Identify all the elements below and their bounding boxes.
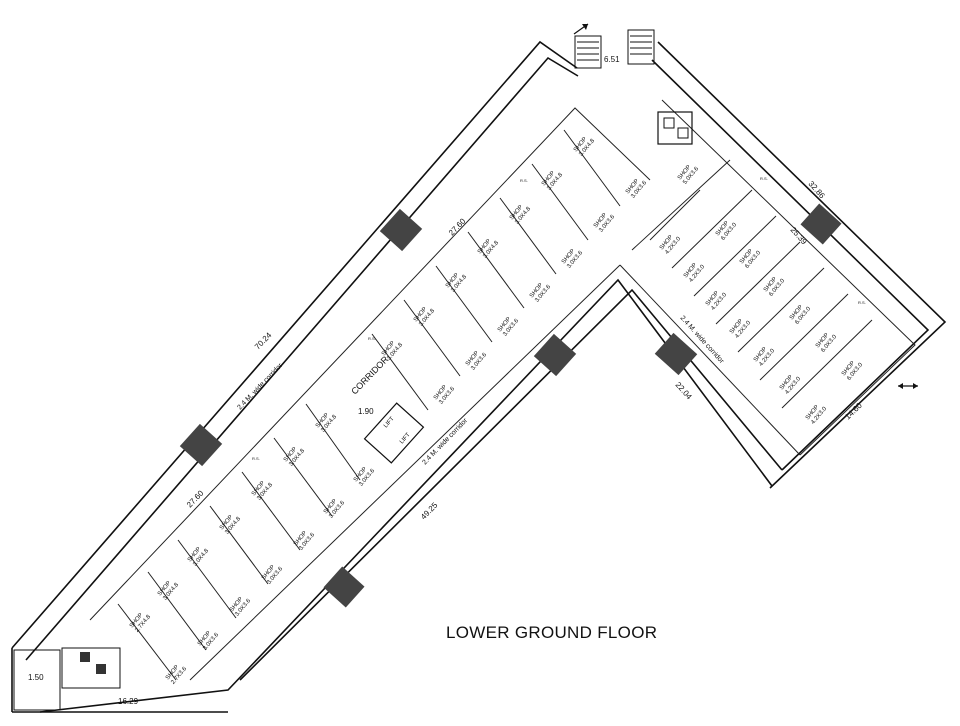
service-block	[13, 647, 121, 711]
corridor-lines	[89, 99, 916, 681]
dim-inner-lower: 27.60	[185, 488, 206, 509]
lift-label: LIFT	[399, 432, 412, 445]
lift-label: LIFT	[383, 416, 396, 429]
dim-bottom-long: 49.25	[419, 500, 440, 521]
dim-base-left: 16.29	[118, 697, 139, 706]
rs-marker: R.S.	[252, 456, 260, 461]
rs-marker: R.S.	[368, 336, 376, 341]
stair-top-left	[574, 35, 602, 69]
shop-partitions-right	[649, 189, 873, 409]
rs-marker: R.S.	[520, 178, 528, 183]
shop-partitions-upper	[117, 129, 621, 681]
stair-right-inner	[654, 332, 698, 376]
stair-top-right	[627, 29, 655, 65]
floor-title: LOWER GROUND FLOOR	[446, 623, 658, 642]
corridor-label: CORRIDOR	[349, 354, 391, 397]
dim-inner-top: 27.60	[447, 216, 468, 237]
stair-right-outer	[800, 203, 842, 245]
lift-core-right	[657, 111, 693, 145]
arrow-icon	[573, 23, 918, 389]
dim-small-b: 1.90	[358, 407, 374, 416]
dim-small-a: 1.50	[28, 673, 44, 682]
stair-left-wall	[179, 423, 223, 467]
rs-marker: R.S.	[760, 176, 768, 181]
dimension-labels: 70.24 27.60 27.60 49.25 22.04 32.86 25.3…	[28, 55, 864, 706]
stair-upper-wall	[379, 208, 423, 252]
stair-bottom	[323, 566, 365, 608]
dim-stair-top: 6.51	[604, 55, 620, 64]
rs-markers: R.S. R.S. R.S. R.S. R.S.	[252, 176, 866, 461]
staircases	[179, 29, 842, 608]
wide-corridor-note-upper: 2.4 M. wide corridor	[236, 362, 284, 412]
rs-marker: R.S.	[858, 300, 866, 305]
dim-outer-long: 70.24	[253, 330, 274, 351]
outer-walls	[11, 40, 947, 713]
dim-right-bottom: 14.60	[843, 401, 864, 422]
stair-inner-corner	[533, 333, 577, 377]
dim-inner-corner: 22.04	[674, 380, 694, 401]
